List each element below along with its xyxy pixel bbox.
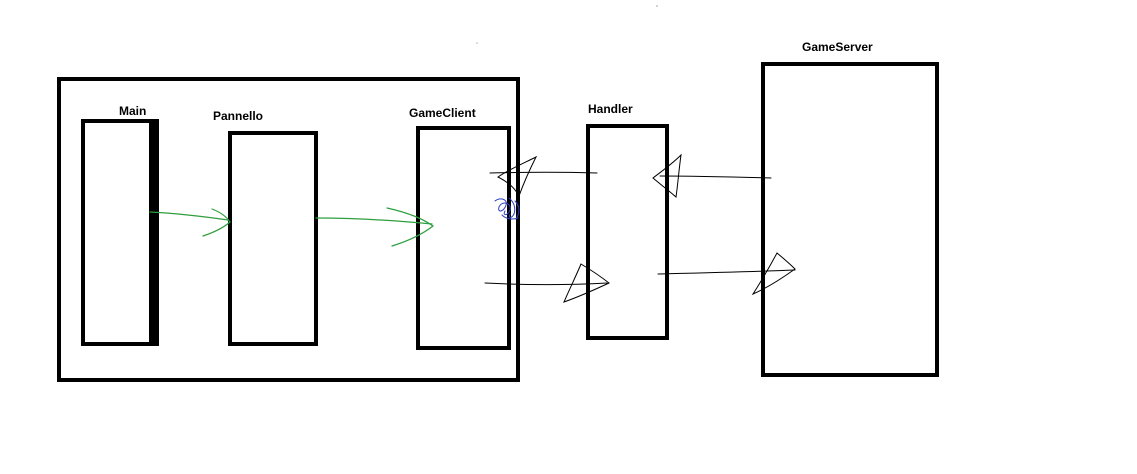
arrow-pannello-to-gameclient [315, 207, 435, 247]
game-server-box [761, 62, 939, 377]
pannello-box [228, 131, 318, 346]
pannello-label: Pannello [213, 109, 263, 123]
handler-label: Handler [588, 102, 633, 116]
client-container-box [57, 77, 520, 382]
game-server-label: GameServer [802, 40, 873, 54]
speck [476, 42, 478, 44]
arrow-handler-to-gameclient [489, 155, 598, 198]
main-box-thick-edge [149, 121, 157, 344]
arrow-handler-to-gameserver [657, 252, 796, 296]
game-client-label: GameClient [409, 106, 476, 120]
arrow-main-to-pannello [149, 208, 231, 237]
arrow-gameserver-to-handler [652, 153, 772, 198]
main-box [81, 119, 159, 346]
handler-box [586, 124, 669, 340]
speck [656, 5, 658, 7]
arrow-gameclient-to-handler [484, 263, 610, 303]
game-client-box [416, 126, 511, 350]
network-scribble [494, 197, 520, 220]
main-label: Main [119, 104, 146, 118]
